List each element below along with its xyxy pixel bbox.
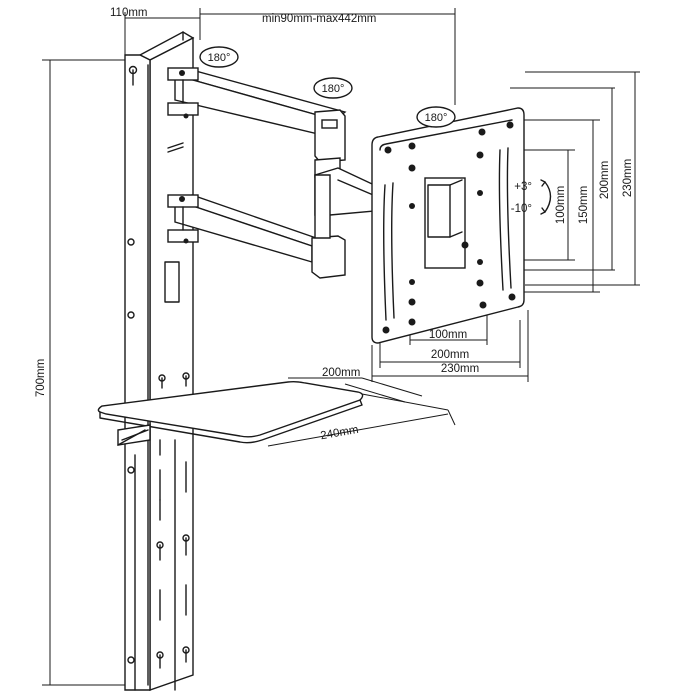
articulating-arms — [167, 67, 386, 279]
rotation-arm-label: 180° — [322, 83, 345, 95]
tilt-down-label: -10° — [511, 203, 532, 215]
vesa-plate — [371, 107, 525, 344]
dim-vesa-h3: 230mm — [441, 363, 479, 375]
glass-shelf — [97, 380, 364, 446]
dim-total-height: 700mm — [35, 359, 47, 397]
rotation-wall-label: 180° — [208, 52, 231, 64]
tilt-indicator: +3° -10° — [511, 179, 552, 215]
dim-vesa-v4: 230mm — [622, 159, 634, 197]
dim-shelf-width: 200mm — [322, 367, 360, 379]
dim-shelf-depth: 240mm — [320, 424, 360, 442]
rotation-head-label: 180° — [425, 112, 448, 124]
dim-vesa-v1: 100mm — [555, 186, 567, 224]
dim-wall-offset: 110mm — [110, 7, 148, 19]
rotation-badge-wall: 180° — [199, 46, 239, 68]
dim-vesa-h1: 100mm — [429, 329, 467, 341]
dim-vesa-h2: 200mm — [431, 349, 469, 361]
rotation-badge-arm: 180° — [313, 77, 353, 99]
tilt-up-label: +3° — [514, 181, 532, 193]
wall-pole — [124, 31, 195, 691]
dim-vesa-v2: 150mm — [578, 186, 590, 224]
dim-vesa-v3: 200mm — [599, 161, 611, 199]
rotation-badge-head: 180° — [416, 106, 456, 128]
dim-arm-reach: min90mm-max442mm — [262, 13, 376, 25]
dimension-lines — [42, 8, 640, 686]
